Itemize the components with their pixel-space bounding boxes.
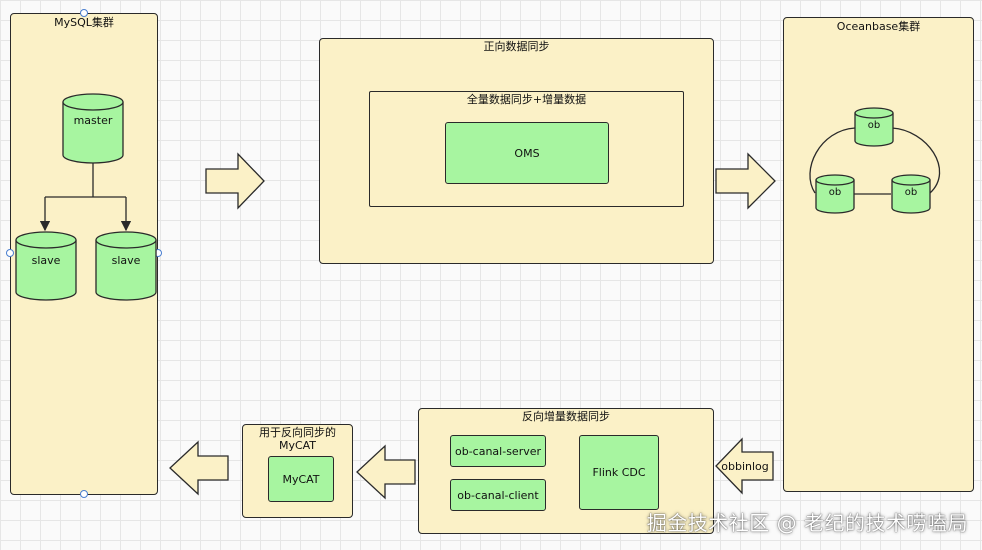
mycat-node[interactable]: MyCAT (268, 456, 334, 502)
reverse-sync-title: 反向增量数据同步 (522, 410, 610, 423)
arrow-reverse-sync-to-mycat (356, 444, 416, 500)
oceanbase-cluster-panel[interactable]: Oceanbase集群 (783, 17, 974, 492)
resize-handle-right[interactable] (154, 249, 162, 257)
resize-handle-left[interactable] (6, 249, 14, 257)
full-incremental-panel[interactable]: 全量数据同步+增量数据 (369, 91, 684, 207)
resize-handle-top[interactable] (80, 9, 88, 17)
arrow-obbinlog (715, 437, 774, 495)
reverse-sync-panel[interactable]: 反向增量数据同步 (418, 408, 714, 534)
flink-cdc-node[interactable]: Flink CDC (579, 435, 659, 510)
obbinlog-label: obbinlog (721, 460, 769, 473)
ob-canal-server-node[interactable]: ob-canal-server (450, 435, 546, 467)
mysql-cluster-title: MySQL集群 (54, 16, 114, 29)
arrow-mysql-to-forward-sync (205, 152, 265, 210)
forward-sync-title: 正向数据同步 (483, 40, 550, 53)
mycat-panel-title-line2: MyCAT (278, 439, 317, 452)
mysql-cluster-panel[interactable]: MySQL集群 (10, 13, 158, 495)
watermark: 掘金技术社区 @ 老纪的技术唠嗑局 (646, 511, 968, 535)
oms-node[interactable]: OMS (445, 122, 609, 184)
arrow-mycat-to-mysql (169, 440, 229, 496)
mycat-panel-title-line1: 用于反向同步的 (259, 426, 336, 439)
resize-handle-bottom[interactable] (80, 490, 88, 498)
arrow-forward-sync-to-oceanbase (715, 152, 776, 210)
full-incremental-title: 全量数据同步+增量数据 (466, 93, 587, 106)
oceanbase-cluster-title: Oceanbase集群 (836, 20, 921, 33)
ob-canal-client-node[interactable]: ob-canal-client (450, 479, 546, 511)
